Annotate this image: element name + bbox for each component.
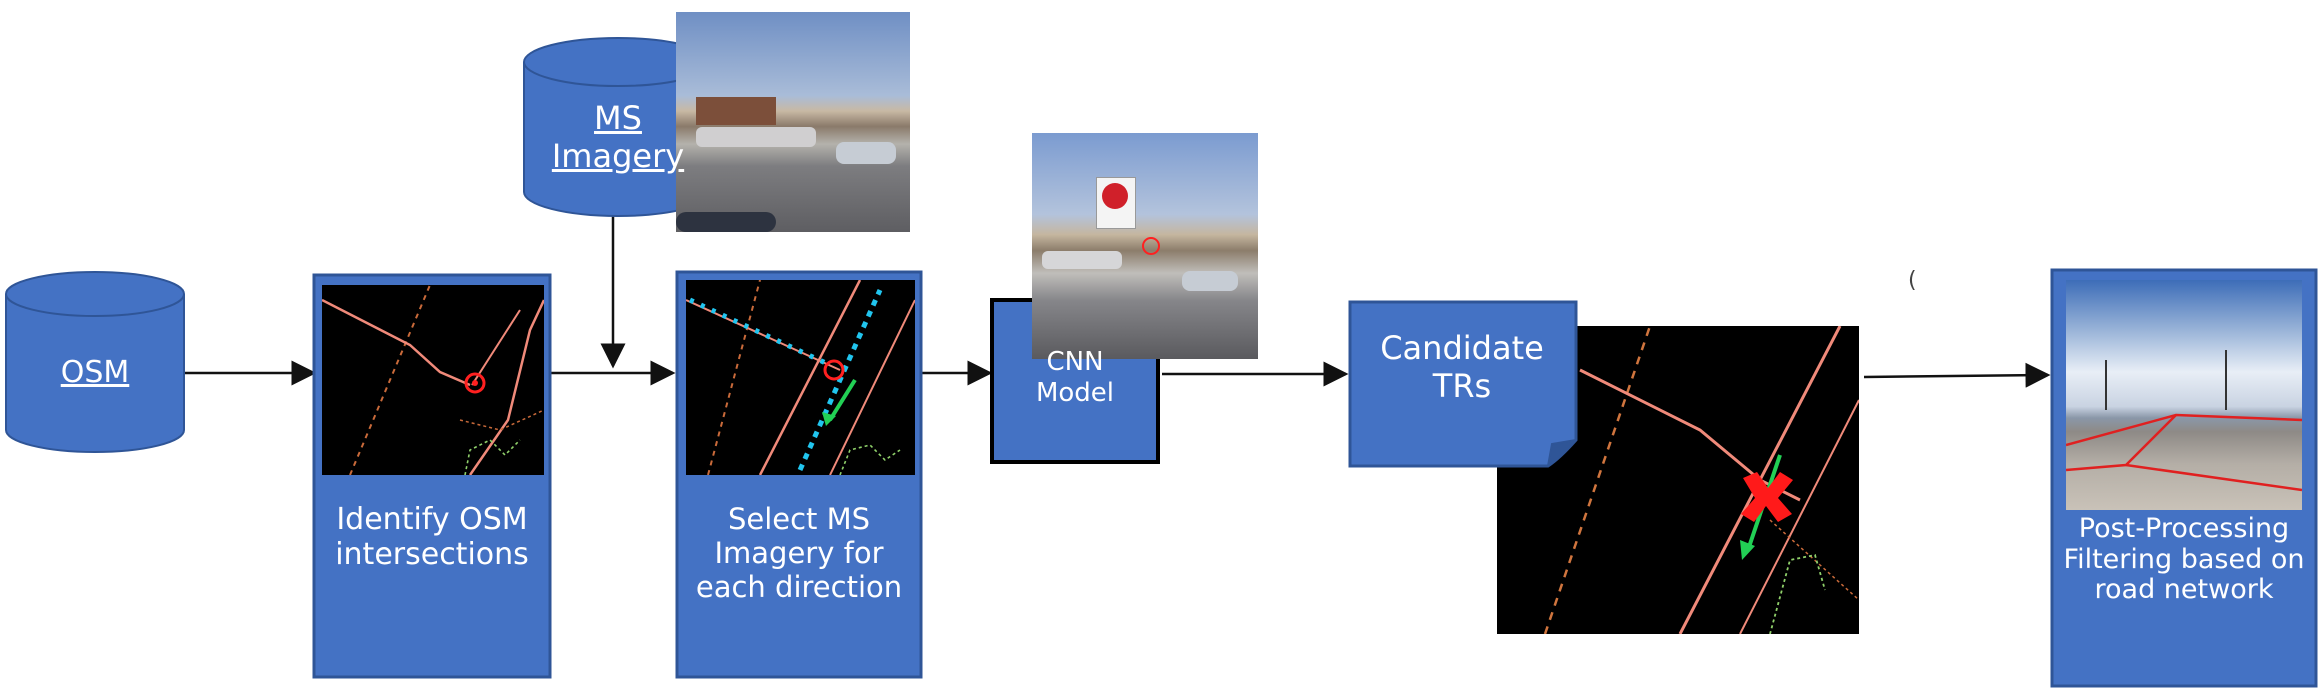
- ms-street-photo: [676, 12, 910, 232]
- candidate-label-line1: Candidate: [1380, 329, 1544, 367]
- road-network-photo: [2066, 280, 2302, 510]
- ms-imagery-label-line1: MS: [594, 99, 642, 137]
- stray-mark: (: [1908, 268, 1917, 293]
- reject-x-icon: [1741, 472, 1793, 522]
- select-label: Select MS Imagery for each direction: [695, 502, 903, 605]
- candidate-trs-label: Candidate TRs: [1352, 329, 1572, 406]
- osm-intersection-map: [322, 285, 544, 475]
- postproc-label: Post-Processing Filtering based on road …: [2063, 513, 2305, 605]
- cnn-label-line2: Model: [1035, 377, 1115, 408]
- cnn-label-line1: CNN: [1046, 347, 1104, 377]
- ms-imagery-label: MS Imagery: [524, 99, 712, 176]
- cnn-label: CNN Model: [994, 347, 1156, 408]
- candidate-label-line2: TRs: [1432, 366, 1492, 405]
- arrow-candidate-to-postproc: [1863, 362, 2051, 388]
- osm-database-cylinder: [5, 271, 185, 453]
- stop-sign-photo: [1032, 133, 1258, 359]
- identify-label: Identify OSM intersections: [335, 502, 529, 573]
- osm-label: OSM: [60, 355, 130, 390]
- ms-imagery-direction-map: [686, 280, 915, 475]
- ms-imagery-label-line2: Imagery: [551, 136, 685, 175]
- ms-imagery-database-cylinder: [523, 37, 713, 217]
